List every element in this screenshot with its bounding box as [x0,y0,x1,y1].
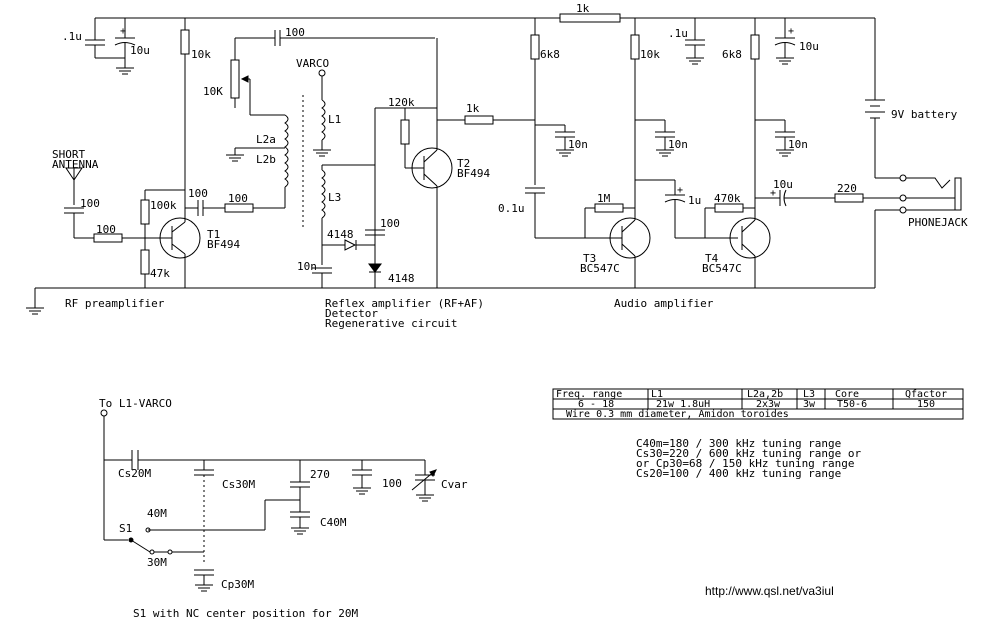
label-t4: T4 [705,252,719,265]
label-short-antenna-2: ANTENNA [52,158,99,171]
section-rf: RF preamplifier [65,297,165,310]
label-c01u-c: 0.1u [498,202,525,215]
url-link[interactable]: http://www.qsl.net/va3iul [705,584,834,598]
svg-text:+: + [770,188,776,199]
t1-transistor [145,190,201,288]
label-to-l1: To L1-VARCO [99,397,172,410]
note-line: C40m=180 / 300 kHz tuning range [636,437,841,450]
label-c10n-det: 10n [297,260,317,273]
label-pot10k: 10K [203,85,223,98]
table-header-core: Core [835,389,859,400]
table-header-l1: L1 [651,389,663,400]
section-audio: Audio amplifier [614,297,714,310]
table-cell-l2: 2x3w [756,399,781,410]
label-l3: L3 [328,191,341,204]
table-header-q: Qfactor [905,389,947,400]
label-c10n-b: 10n [668,138,688,151]
label-r100-base: 100 [96,223,116,236]
label-l1: L1 [328,113,341,126]
table-cell-core: T50-6 [837,399,867,410]
label-cs20: Cs20M [118,467,151,480]
label-battery: 9V battery [891,108,958,121]
svg-text:+: + [788,26,794,37]
label-r1m: 1M [597,192,611,205]
label-c10u-out: 10u [773,178,793,191]
label-l2b: L2b [256,153,276,166]
label-r1k-mid: 1k [466,102,480,115]
label-30m: 30M [147,556,167,569]
phonejack-icon [899,174,962,214]
label-t2: T2 [457,157,470,170]
label-c01u-b: .1u [668,27,688,40]
label-cp30m: Cp30M [221,578,254,591]
t3-transistor [609,217,651,288]
label-cvar: Cvar [441,478,468,491]
label-c10u-a: 10u [130,44,150,57]
t4-transistor [729,217,771,288]
table-cell-l3: 3w [803,399,816,410]
label-r47k: 47k [150,267,170,280]
section-reflex-2: Detector [325,307,378,320]
label-short-antenna-1: SHORT [52,148,85,161]
label-r10k-a: 10k [191,48,211,61]
label-l2a: L2a [256,133,276,146]
label-phonejack: PHONEJACK [908,216,968,229]
label-c10n-a: 10n [568,138,588,151]
label-c100-t1: 100 [188,187,208,200]
table-header-freq: Freq. range [556,389,622,400]
table-cell-l1: 21w 1.8uH [656,399,710,410]
label-t3-model: BC547C [580,262,620,275]
label-40m: 40M [147,507,167,520]
label-c100-top: 100 [285,26,305,39]
top-rail-wires [34,17,876,308]
label-cs30: Cs30M [222,478,255,491]
label-t1-model: BF494 [207,238,240,251]
label-r6k8-b: 6k8 [722,48,742,61]
label-s1: S1 [119,522,132,535]
label-c100-ant: 100 [80,197,100,210]
label-c270: 270 [310,468,330,481]
label-t3: T3 [583,252,596,265]
label-switch-note: S1 with NC center position for 20M [133,607,359,620]
table-header-l3: L3 [803,389,815,400]
svg-text:+: + [677,185,683,196]
section-reflex-1: Reflex amplifier (RF+AF) [325,297,484,310]
label-c40m: C40M [320,516,347,529]
label-c100-det: 100 [380,217,400,230]
decoupling-left: + [84,18,136,75]
label-r100k: 100k [150,199,177,212]
band-switch [100,409,437,592]
table-cell-freq: 6 - 18 [578,399,614,410]
section-reflex-3: Regenerative circuit [325,317,457,330]
label-r1k-top: 1k [576,2,590,15]
label-d4148-b: 4148 [388,272,415,285]
label-c01u-a: .1u [62,30,82,43]
label-r470k: 470k [714,192,741,205]
svg-text:+: + [120,26,126,37]
label-r10k-b: 10k [640,48,660,61]
note-line: or Cp30=68 / 150 kHz tuning range [636,457,855,470]
label-t4-model: BC547C [702,262,742,275]
label-r100-t1: 100 [228,192,248,205]
label-c1u: 1u [688,194,701,207]
table-header-l2: L2a,2b [747,389,783,400]
label-d4148-a: 4148 [327,228,354,241]
label-t2-model: BF494 [457,167,490,180]
coil-table [552,388,964,420]
label-c10n-c: 10n [788,138,808,151]
label-c10u-b: 10u [799,40,819,53]
table-cell-q: 150 [917,399,935,410]
note-line: Cs30=220 / 600 kHz tuning range or [636,447,862,460]
label-r120k: 120k [388,96,415,109]
label-t1: T1 [207,228,220,241]
label-r220: 220 [837,182,857,195]
label-r6k8-a: 6k8 [540,48,560,61]
label-varco: VARCO [296,57,329,70]
label-c100-sw: 100 [382,477,402,490]
note-line: Cs20=100 / 400 kHz tuning range [636,467,841,480]
table-footer: Wire 0.3 mm diameter, Amidon toroides [566,409,789,420]
